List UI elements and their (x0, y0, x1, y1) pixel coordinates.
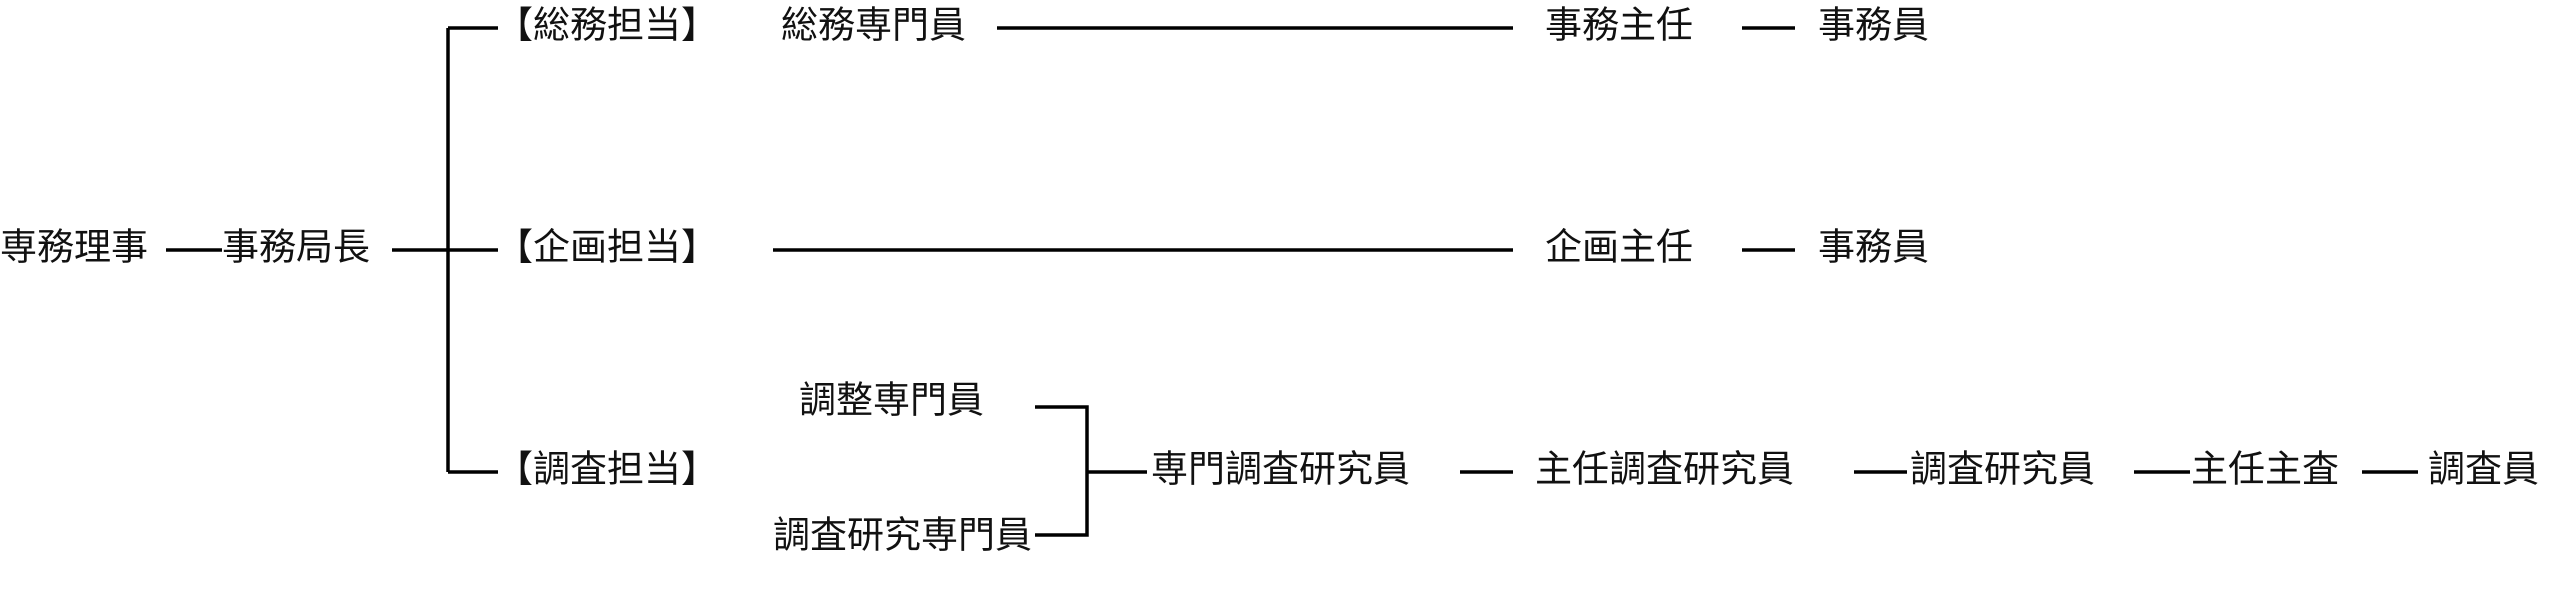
node-investigator: 調査員 (2428, 448, 2539, 491)
node-coordination-specialist: 調整専門員 (799, 379, 984, 422)
bracket-specialists (1035, 405, 1089, 537)
section-label-planning: 【企画担当】 (496, 226, 718, 269)
node-senior-special-researcher: 専門調査研究員 (1151, 448, 1410, 491)
node-clerk-row2: 事務員 (1818, 226, 1929, 269)
node-office-chief: 事務主任 (1545, 4, 1693, 47)
section-label-general-affairs: 【総務担当】 (496, 4, 718, 47)
node-general-affairs-specialist: 総務専門員 (781, 4, 966, 47)
node-planning-chief: 企画主任 (1545, 226, 1693, 269)
node-chief-researcher: 主任調査研究員 (1535, 448, 1794, 491)
node-researcher: 調査研究員 (1910, 448, 2095, 491)
node-chief-inspector: 主任主査 (2191, 448, 2339, 491)
node-secretary-general: 事務局長 (222, 226, 370, 269)
node-executive-director: 専務理事 (0, 226, 148, 269)
node-clerk-row1: 事務員 (1818, 4, 1929, 47)
node-research-specialist: 調査研究専門員 (773, 514, 1032, 557)
section-label-research: 【調査担当】 (496, 448, 718, 491)
